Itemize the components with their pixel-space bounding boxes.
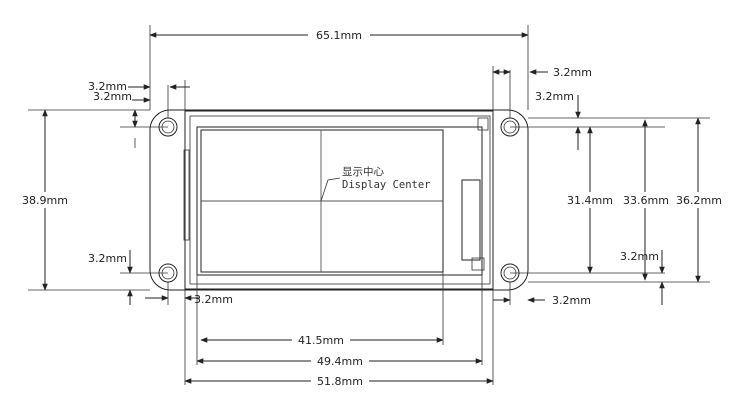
dim-overall-width: 65.1mm [316, 29, 362, 42]
callout-label-cn: 显示中心 [342, 165, 384, 178]
dim-bottom-margin-right: 3.2mm [552, 294, 591, 307]
dim-module-width: 51.8mm [317, 375, 363, 388]
module-frame [184, 110, 494, 290]
dim-bottom-margin-left: 3.2mm [194, 293, 233, 306]
callout-label-en: Display Center [342, 179, 431, 191]
pcb-outline [149, 109, 529, 291]
fpc-tab-top [477, 117, 489, 131]
module-frame-inner [189, 115, 491, 285]
display-glass [196, 126, 483, 276]
dim-hole-spacing-vertical: 31.4mm [567, 194, 613, 207]
dim-left-hole-offset-bottom: 3.2mm [88, 252, 127, 265]
fpc-tab-bottom [471, 257, 485, 271]
callout-leader [320, 177, 341, 202]
side-tab-left [183, 149, 190, 241]
extension-lines [28, 25, 710, 385]
dim-display-width: 49.4mm [317, 355, 363, 368]
dim-right-margin-top: 3.2mm [553, 66, 592, 79]
dim-left-margin-inner: 3.2mm [93, 90, 132, 103]
dim-board-height-outer: 36.2mm [676, 194, 722, 207]
dim-board-height-inner: 33.6mm [623, 194, 669, 207]
dim-right-hole-offset-top: 3.2mm [535, 90, 574, 103]
dim-active-area-width: 41.5mm [298, 334, 344, 347]
fpc-connector [461, 179, 481, 261]
dim-overall-height: 38.9mm [22, 194, 68, 207]
dim-right-hole-offset-bottom: 3.2mm [620, 250, 659, 263]
dim-left-margin-outer: 3.2mm [88, 80, 127, 93]
